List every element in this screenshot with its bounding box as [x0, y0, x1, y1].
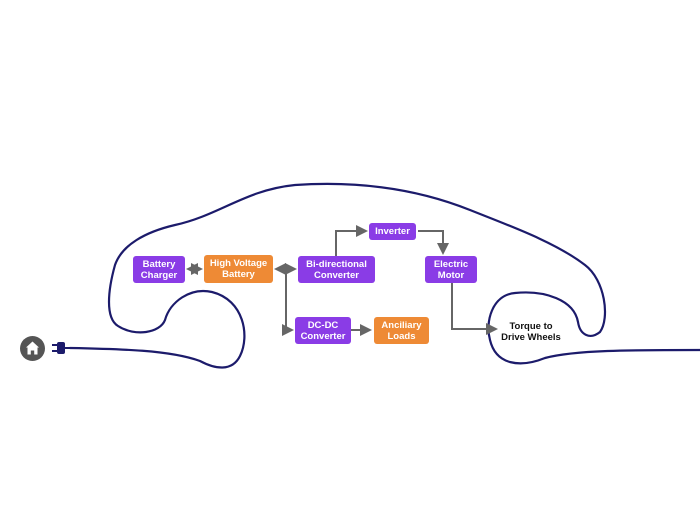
ancillary-loads-node: Anciliary Loads — [374, 317, 429, 344]
connector-battery-dcdc — [282, 269, 294, 336]
battery-charger-node: Battery Charger — [133, 256, 185, 283]
connector-motor-torque — [451, 283, 498, 335]
connector-inverter-motor — [418, 230, 449, 255]
dc-dc-converter-node: DC-DC Converter — [295, 317, 351, 344]
bidirectional-converter-node: Bi-directional Converter — [298, 256, 375, 283]
high-voltage-battery-node: High Voltage Battery — [204, 255, 273, 283]
inverter-node: Inverter — [369, 223, 416, 240]
electric-motor-node: Electric Motor — [425, 256, 477, 283]
plug-icon — [50, 339, 72, 357]
torque-to-drive-wheels-label: Torque to Drive Wheels — [501, 321, 561, 343]
connector-bidirectional-inverter — [335, 225, 368, 256]
car-outline-cable — [68, 182, 700, 369]
home-icon — [20, 336, 45, 361]
